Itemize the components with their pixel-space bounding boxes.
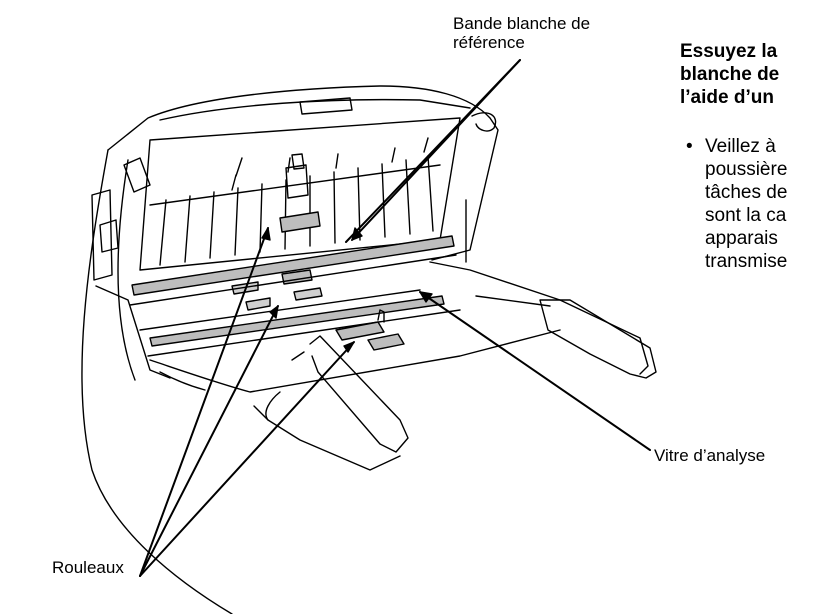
rollers-label: Rouleaux bbox=[52, 558, 124, 577]
scan-glass-frame bbox=[139, 289, 461, 357]
pointer-roller-1 bbox=[139, 227, 269, 577]
small-pin bbox=[377, 309, 385, 323]
left-side-panel bbox=[95, 285, 171, 379]
left-clip-upper bbox=[123, 157, 151, 193]
left-bracket bbox=[91, 189, 113, 281]
output-tray-right bbox=[539, 299, 657, 379]
upper-roller bbox=[279, 211, 321, 233]
reference-strip-label-line-2: référence bbox=[453, 33, 525, 52]
scan-glass-strip bbox=[149, 295, 445, 347]
arrowhead-scan-glass bbox=[419, 291, 433, 303]
pointer-roller-2 bbox=[139, 305, 279, 577]
small-roller-b bbox=[293, 287, 323, 301]
cover-right-hinge bbox=[471, 112, 497, 132]
front-guide-base bbox=[265, 391, 401, 471]
cover-outline bbox=[107, 85, 499, 261]
small-slots bbox=[231, 137, 429, 191]
arrowhead-reference bbox=[351, 227, 363, 241]
arrowhead-roller-1 bbox=[261, 227, 271, 241]
bullet-text-line-5: apparais bbox=[705, 228, 778, 249]
center-tab bbox=[285, 153, 309, 199]
reference-strip-label-line-1: Bande blanche de bbox=[453, 14, 591, 33]
bullet-text-line-6: transmise bbox=[705, 251, 788, 272]
instruction-heading-line-1: Essuyez la bbox=[680, 41, 778, 62]
pointer-reference-b bbox=[345, 59, 521, 243]
instruction-heading-line-2: blanche de bbox=[680, 64, 780, 85]
small-roller-c bbox=[245, 297, 271, 311]
base-right-panel bbox=[429, 261, 649, 375]
arrowhead-roller-2 bbox=[269, 305, 279, 319]
bullet-text-line-4: sont la ca bbox=[705, 205, 787, 226]
instruction-heading: Essuyez la blanche de l’aide d’un bbox=[680, 40, 779, 109]
base-tray bbox=[149, 329, 561, 393]
reference-strip bbox=[131, 235, 455, 296]
guide-ribs bbox=[159, 155, 434, 266]
pointer-roller-3 bbox=[139, 341, 355, 577]
reference-strip-label: Bande blanche de référence bbox=[453, 14, 590, 52]
left-clip-lower bbox=[99, 219, 119, 253]
cover-top-ridge bbox=[159, 98, 471, 121]
scan-glass-label: Vitre d’analyse bbox=[654, 446, 766, 465]
feed-roller-a bbox=[335, 321, 385, 341]
bullet-text-line-3: tâches de bbox=[705, 182, 788, 203]
bullet-text: Veillez à poussière tâches de sont la ca… bbox=[705, 135, 787, 273]
bullet-text-line-2: poussière bbox=[705, 159, 788, 180]
bullet-dot: • bbox=[686, 136, 693, 157]
front-guide-side bbox=[253, 351, 305, 421]
feed-roller-b bbox=[367, 333, 405, 351]
pointer-scan-glass bbox=[419, 291, 651, 451]
instruction-heading-line-3: l’aide d’un bbox=[680, 87, 774, 108]
cover-handle bbox=[299, 97, 353, 115]
output-tray-edge bbox=[475, 295, 551, 307]
bullet-text-line-1: Veillez à bbox=[705, 136, 776, 157]
rib-tops bbox=[149, 164, 441, 206]
housing-left-edge bbox=[117, 159, 136, 381]
arrowhead-roller-3 bbox=[343, 341, 355, 353]
front-guide bbox=[309, 335, 409, 453]
lid-base-line bbox=[129, 254, 457, 306]
base-front-lip bbox=[159, 371, 206, 391]
